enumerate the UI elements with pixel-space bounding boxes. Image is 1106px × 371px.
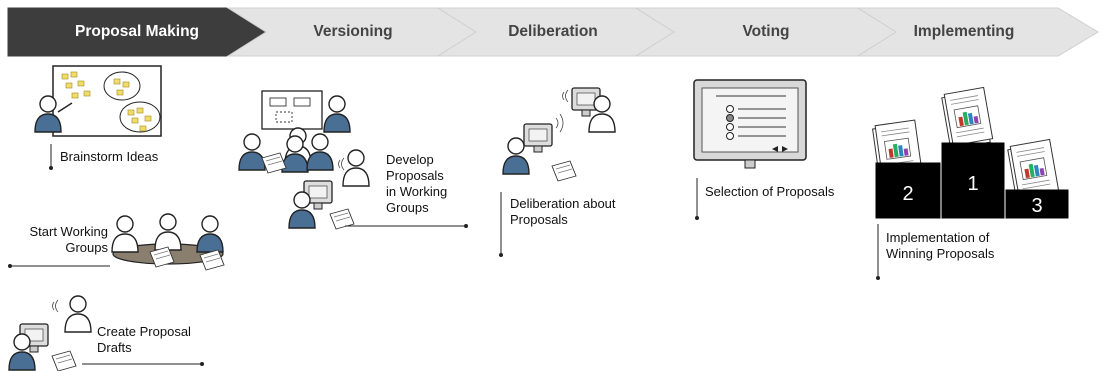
start-groups-label: Start Working Groups [20,224,108,256]
implementing-label: Implementation of Winning Proposals [886,230,994,262]
develop-line2: Proposals [386,168,444,183]
create-drafts-line1: Create Proposal [97,324,191,339]
podium-first-label: 1 [967,173,978,195]
stage-proposal-making: Proposal Making [74,23,200,40]
voting-label: Selection of Proposals [705,184,835,199]
deliberation-illustration [502,87,616,182]
implementing-line1: Implementation of [886,230,990,245]
deliberation-line1: Deliberation about [510,196,616,211]
deliberation-label: Deliberation about Proposals [510,196,616,228]
versioning-illustration [238,90,370,230]
stage-arrow-implementing [856,7,1099,57]
implementing-line2: Winning Proposals [886,246,995,261]
start-groups-line1: Start Working [29,224,108,239]
stage-implementing: Implementing [913,23,1015,40]
develop-proposals-label: Develop Proposals in Working Groups [386,152,447,216]
working-groups-illustration [111,213,225,271]
create-drafts-label: Create Proposal Drafts [97,324,191,356]
stage-deliberation: Deliberation [508,23,598,40]
develop-line3: in Working [386,184,448,199]
create-drafts-line2: Drafts [97,340,132,355]
develop-line4: Groups [386,200,429,215]
brainstorm-illustration [34,65,162,137]
stage-voting: Voting [742,23,790,40]
start-groups-line2: Groups [65,240,108,255]
create-drafts-illustration [8,295,92,371]
voting-illustration [693,79,807,169]
deliberation-line2: Proposals [510,212,568,227]
stage-versioning: Versioning [313,23,393,40]
podium-illustration [871,86,1069,219]
podium-second-label: 2 [902,183,913,205]
brainstorm-label: Brainstorm Ideas [60,149,159,164]
develop-line1: Develop [386,152,434,167]
podium-third-label: 3 [1031,195,1042,217]
